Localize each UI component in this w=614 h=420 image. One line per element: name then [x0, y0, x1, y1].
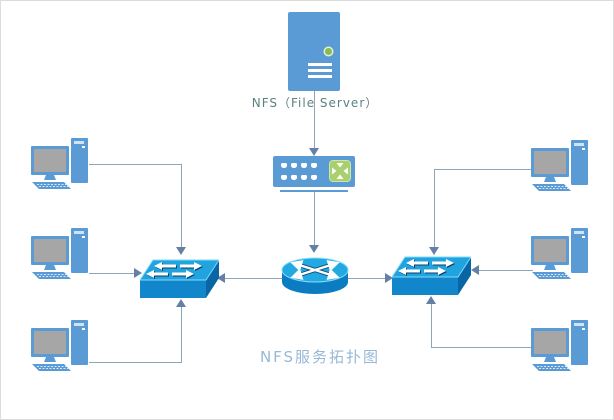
- server-power-icon: [325, 48, 332, 55]
- workstation-right-3-icon: [529, 319, 591, 373]
- arrowhead-pc-right-3: [426, 296, 436, 304]
- server-label: NFS（File Server）: [251, 96, 379, 110]
- switch-right-icon: [392, 256, 471, 296]
- arrowhead-pc-left-1: [176, 247, 186, 255]
- workstation-right-2-icon: [529, 227, 591, 281]
- connector-pc-left-1: [89, 164, 182, 165]
- server-vent-line: [308, 69, 332, 72]
- connector-pc-right-3-rise: [431, 304, 432, 347]
- workstation-right-1-icon: [529, 139, 591, 193]
- hub-port-leds: [281, 163, 321, 180]
- arrowhead-pc-right-2: [471, 265, 479, 275]
- arrowhead-into-switch-left: [217, 273, 225, 283]
- connector-pc-left-1-drop: [181, 164, 182, 247]
- connector-pc-right-1-drop: [434, 169, 435, 247]
- connector-hub-router: [314, 192, 315, 245]
- arrowhead-into-router: [309, 245, 319, 253]
- router-icon: [281, 256, 349, 296]
- arrowhead-pc-left-3: [176, 299, 186, 307]
- hub-node: [273, 156, 355, 187]
- connector-pc-right-1: [434, 169, 533, 170]
- workstation-left-2-icon: [29, 227, 91, 281]
- connector-pc-right-3: [431, 347, 533, 348]
- connector-router-switch-left: [225, 278, 283, 279]
- connector-pc-left-2: [89, 273, 134, 274]
- connector-router-switch-right: [347, 278, 385, 279]
- connector-server-hub: [314, 91, 315, 148]
- nfs-file-server-node: [288, 12, 340, 91]
- arrowhead-into-switch-right: [385, 273, 393, 283]
- workstation-left-1-icon: [29, 137, 91, 191]
- connector-pc-left-3: [89, 362, 182, 363]
- arrowhead-pc-left-2: [134, 268, 142, 278]
- arrowhead-pc-right-1: [429, 247, 439, 255]
- switch-left-icon: [140, 259, 219, 299]
- hub-switching-icon: [329, 160, 351, 182]
- server-vent-line: [308, 63, 332, 66]
- arrowhead-into-hub: [309, 148, 319, 156]
- workstation-left-3-icon: [29, 319, 91, 373]
- diagram-title: NFS服务拓扑图: [259, 348, 381, 366]
- connector-pc-left-3-rise: [181, 307, 182, 362]
- hub-stand: [280, 190, 348, 192]
- connector-pc-right-2: [479, 270, 533, 271]
- server-vent-line: [308, 75, 332, 78]
